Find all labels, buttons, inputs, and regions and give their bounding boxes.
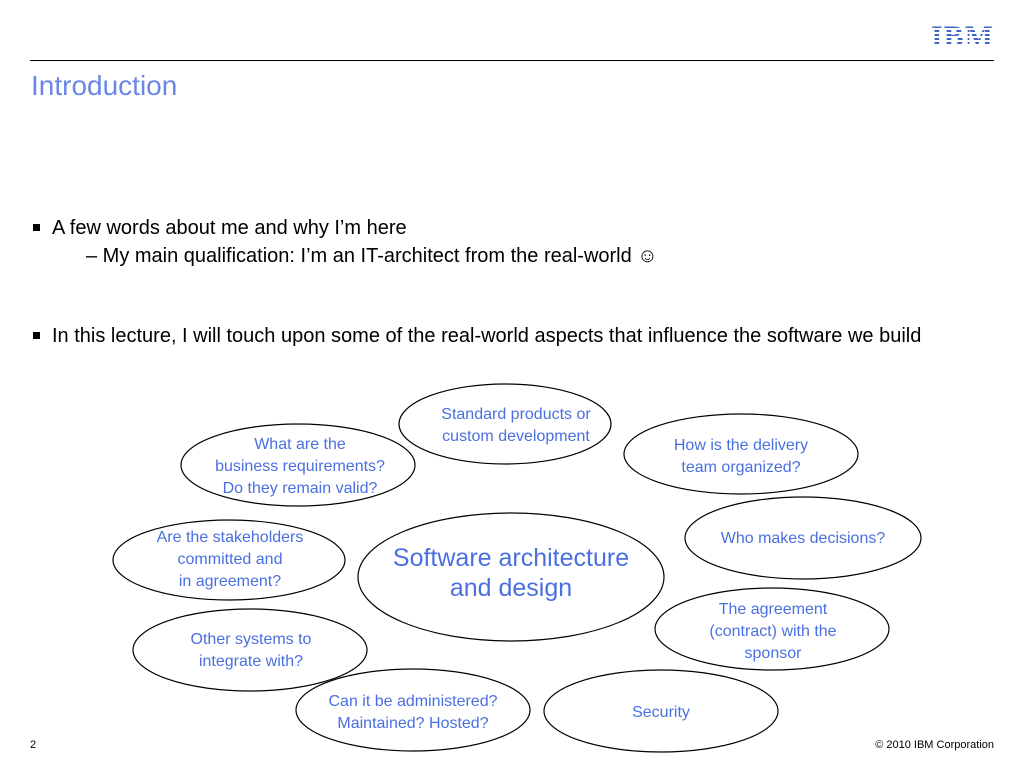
slide-title: Introduction	[31, 70, 178, 101]
square-bullet-icon	[33, 332, 40, 339]
bubble-line: What are the	[254, 436, 346, 453]
header-divider	[30, 60, 994, 61]
page-number: 2	[30, 739, 37, 751]
bullet-item: A few words about me and why I’m here	[30, 214, 970, 242]
bubble-line: Standard products or	[441, 406, 591, 423]
sub-bullet-text: – My main qualification: I’m an IT-archi…	[86, 245, 658, 267]
bubble-line: Are the stakeholders	[157, 529, 304, 546]
bubble-security: Security	[543, 669, 779, 753]
bubble-line: team organized?	[681, 459, 800, 476]
bubble-agreement-sponsor: The agreement (contract) with the sponso…	[654, 587, 890, 671]
bubble-line: custom development	[442, 428, 590, 445]
bubble-line: Security	[632, 704, 690, 721]
center-bubble-line: and design	[450, 574, 572, 602]
bullet-text: A few words about me and why I’m here	[52, 217, 407, 239]
square-bullet-icon	[33, 224, 40, 231]
bubble-line: Who makes decisions?	[721, 530, 886, 547]
bubble-line: Maintained? Hosted?	[337, 715, 488, 732]
bubble-line: committed and	[178, 551, 283, 568]
bubble-delivery-team: How is the delivery team organized?	[623, 413, 859, 495]
bullet-list: A few words about me and why I’m here – …	[30, 214, 970, 350]
bubble-line: The agreement	[719, 601, 828, 618]
bubble-line: business requirements?	[215, 458, 385, 475]
bubble-line: Do they remain valid?	[223, 480, 378, 497]
bubble-line: Can it be administered?	[329, 693, 498, 710]
bubble-standard-products: Standard products or custom development	[398, 383, 612, 465]
ibm-logo: IBM	[931, 20, 994, 53]
bubble-line: sponsor	[745, 645, 803, 662]
bubble-line: How is the delivery	[674, 437, 808, 454]
center-bubble-line: Software architecture	[393, 544, 629, 572]
bubble-line: (contract) with the	[709, 623, 836, 640]
bubble-other-systems: Other systems to integrate with?	[132, 608, 368, 692]
bubble-line: in agreement?	[179, 573, 281, 590]
bubble-decisions: Who makes decisions?	[684, 496, 922, 580]
bullet-item: In this lecture, I will touch upon some …	[30, 322, 970, 350]
copyright-notice: © 2010 IBM Corporation	[875, 739, 994, 751]
bubble-administered: Can it be administered? Maintained? Host…	[295, 668, 531, 752]
bubble-line: Other systems to	[191, 631, 312, 648]
bubble-stakeholders: Are the stakeholders committed and in ag…	[112, 519, 346, 601]
bullet-text: In this lecture, I will touch upon some …	[52, 325, 922, 347]
bubble-line: integrate with?	[199, 653, 303, 670]
center-bubble: Software architecture and design	[357, 512, 665, 642]
bubble-business-requirements: What are the business requirements? Do t…	[180, 423, 416, 507]
